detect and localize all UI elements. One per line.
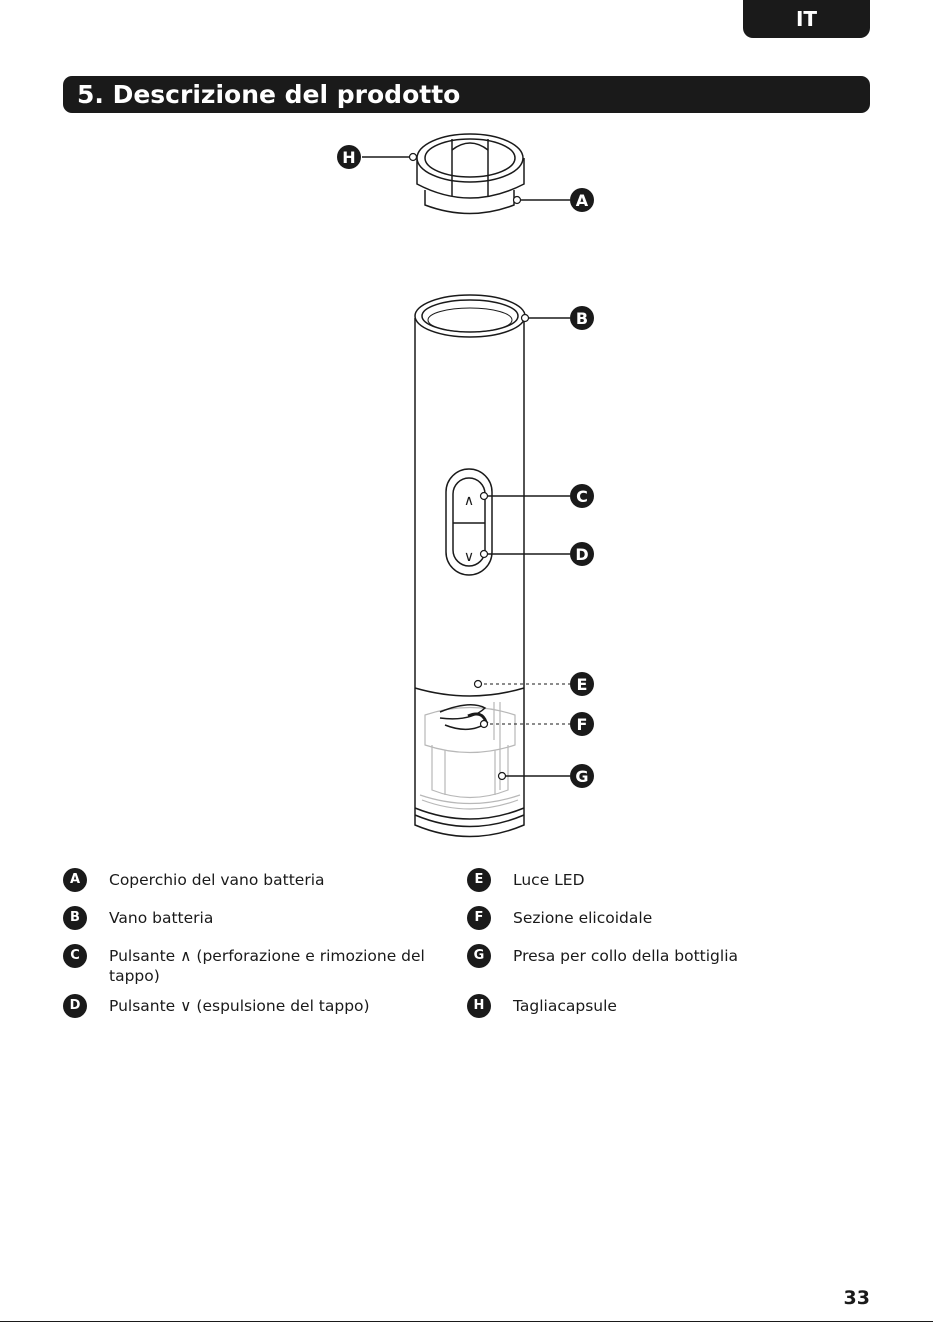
corkscrew-body-drawing bbox=[415, 295, 525, 837]
legend-text-c: Pulsante ∧ (perforazione e rimozione del… bbox=[109, 946, 438, 986]
legend-item-e: E Luce LED bbox=[467, 870, 867, 892]
legend-text-g: Presa per collo della bottiglia bbox=[513, 946, 738, 966]
legend-item-h: H Tagliacapsule bbox=[467, 996, 867, 1018]
legend-badge-a: A bbox=[63, 868, 87, 892]
callout-A: A bbox=[576, 191, 589, 210]
legend-badge-h: H bbox=[467, 994, 491, 1018]
legend-item-f: F Sezione elicoidale bbox=[467, 908, 867, 930]
callout-G: G bbox=[575, 767, 588, 786]
legend-text-d: Pulsante ∨ (espulsione del tappo) bbox=[109, 996, 370, 1016]
legend-item-g: G Presa per collo della bottiglia bbox=[467, 946, 867, 968]
foil-cutter-cap-drawing bbox=[417, 134, 524, 214]
button-down-symbol: ∨ bbox=[464, 549, 474, 565]
legend-badge-e: E bbox=[467, 868, 491, 892]
callout-D: D bbox=[575, 545, 588, 564]
callout-C: C bbox=[576, 487, 588, 506]
legend-badge-d: D bbox=[63, 994, 87, 1018]
callout-H: H bbox=[342, 148, 355, 167]
legend-badge-g: G bbox=[467, 944, 491, 968]
legend-item-d: D Pulsante ∨ (espulsione del tappo) bbox=[63, 996, 438, 1018]
legend-badge-f: F bbox=[467, 906, 491, 930]
legend-text-b: Vano batteria bbox=[109, 908, 213, 928]
legend-text-e: Luce LED bbox=[513, 870, 585, 890]
legend-text-h: Tagliacapsule bbox=[513, 996, 617, 1016]
legend-badge-b: B bbox=[63, 906, 87, 930]
legend-text-f: Sezione elicoidale bbox=[513, 908, 652, 928]
legend-text-a: Coperchio del vano batteria bbox=[109, 870, 325, 890]
legend-item-b: B Vano batteria bbox=[63, 908, 423, 930]
product-diagram: ∧ ∨ H A B C D E F G bbox=[0, 0, 933, 860]
bottom-divider bbox=[0, 1321, 933, 1322]
callout-B: B bbox=[576, 309, 588, 328]
legend-item-a: A Coperchio del vano batteria bbox=[63, 870, 423, 892]
page-number: 33 bbox=[820, 1287, 870, 1309]
callout-F: F bbox=[577, 715, 588, 734]
legend-item-c: C Pulsante ∧ (perforazione e rimozione d… bbox=[63, 946, 438, 986]
legend-badge-c: C bbox=[63, 944, 87, 968]
callout-E: E bbox=[577, 675, 588, 694]
button-up-symbol: ∧ bbox=[464, 493, 474, 509]
